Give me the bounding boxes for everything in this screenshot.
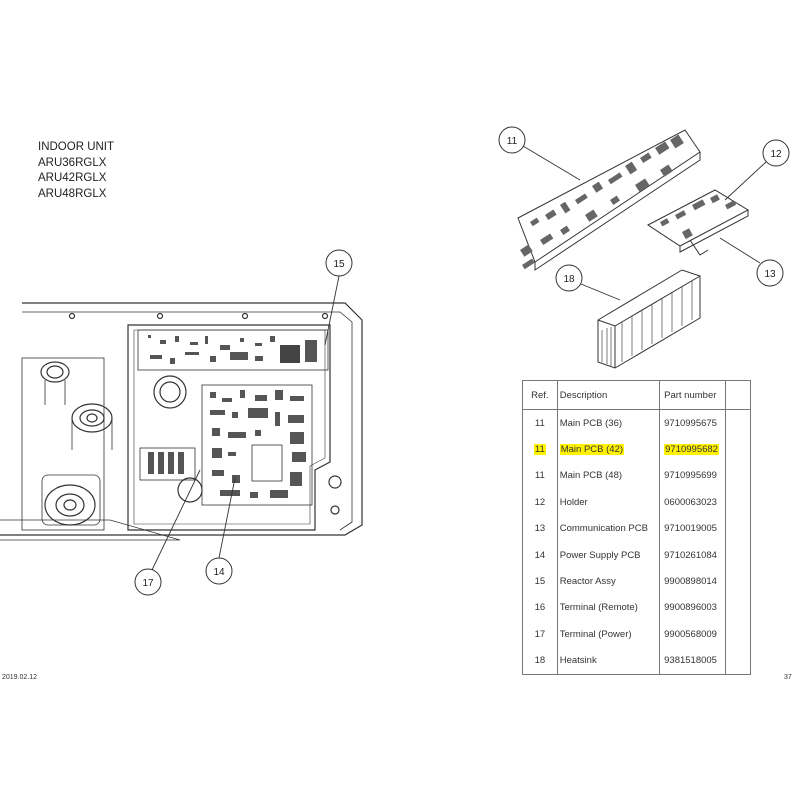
ref-cell-text: 11 <box>534 417 545 429</box>
ref-cell: 11 <box>522 462 558 490</box>
description-cell: Holder <box>556 489 661 516</box>
ref-cell-text: 11 <box>533 444 546 456</box>
ref-cell: 12 <box>522 489 558 516</box>
description-cell: Terminal (Power) <box>556 621 661 648</box>
description-cell: Reactor Assy <box>556 568 661 595</box>
description-cell-text: Heatsink <box>559 655 597 667</box>
part-number-cell: 9710019005 <box>659 515 727 542</box>
ref-cell: 15 <box>522 568 558 595</box>
callout-13-label: 13 <box>764 269 776 280</box>
part-number-cell-text: 9900568009 <box>664 628 717 640</box>
ref-cell-text: 18 <box>534 655 546 667</box>
callout-15-label: 15 <box>333 259 345 270</box>
description-cell-text: Holder <box>559 496 588 508</box>
part-number-cell-text: 9710019005 <box>664 523 717 535</box>
table-row: 16 Terminal (Remote) 9900896003 <box>522 594 751 622</box>
part-number-cell: 0600063023 <box>659 489 727 516</box>
ref-cell: 16 <box>522 594 558 622</box>
description-cell-text: Power Supply PCB <box>559 549 641 561</box>
description-cell: Terminal (Remote) <box>556 594 661 622</box>
unit-title: INDOOR UNIT <box>38 141 115 153</box>
table-row: 11 Main PCB (36) 9710995675 <box>522 409 751 437</box>
ref-cell-text: 12 <box>534 496 546 508</box>
description-cell-text: Terminal (Remote) <box>559 602 638 614</box>
part-number-cell-text: 0600063023 <box>664 496 717 508</box>
description-cell-text: Communication PCB <box>559 523 648 535</box>
ref-cell-text: 16 <box>534 602 546 614</box>
callout-17-circle <box>134 568 162 596</box>
table-row: 14 Power Supply PCB 9710261084 <box>522 541 751 569</box>
part-number-cell: 9900896003 <box>659 594 727 622</box>
table-row: 12 Holder 0600063023 <box>522 489 751 516</box>
part-number-cell-text: 9710995682 <box>664 444 719 456</box>
part-number-cell: 9710995699 <box>659 462 727 490</box>
unit-title-block: INDOOR UNIT ARU36RGLX ARU42RGLX ARU48RGL… <box>38 140 114 202</box>
description-cell: Main PCB (48) <box>556 462 661 490</box>
table-header-row: Ref. Description Part number <box>522 380 751 410</box>
table-row: 18 Heatsink 9381518005 <box>522 647 751 675</box>
table-row: 15 Reactor Assy 9900898014 <box>522 568 751 595</box>
ref-cell-text: 11 <box>534 470 545 482</box>
callout-14-circle <box>205 557 233 585</box>
callout-14-label: 14 <box>213 567 225 578</box>
part-number-cell: 9900898014 <box>659 568 727 595</box>
ref-cell: 17 <box>522 621 558 648</box>
part-number-cell-text: 9710995699 <box>664 470 717 482</box>
callout-17-label: 17 <box>142 578 154 589</box>
ref-cell: 18 <box>522 647 558 675</box>
description-cell-text: Main PCB (42) <box>559 444 625 456</box>
description-cell-text: Reactor Assy <box>559 576 616 588</box>
ref-cell-text: 17 <box>534 628 546 640</box>
ref-cell-text: 14 <box>534 549 546 561</box>
callout-12-circle <box>762 139 790 167</box>
callout-18-label: 18 <box>563 274 575 285</box>
part-number-cell-text: 9381518005 <box>664 655 717 667</box>
description-cell: Communication PCB <box>556 515 661 542</box>
description-cell: Power Supply PCB <box>556 541 661 569</box>
description-cell: Main PCB (42) <box>556 436 661 463</box>
ref-cell-text: 13 <box>534 523 546 535</box>
description-cell-text: Main PCB (48) <box>559 470 623 482</box>
header-ref: Ref. <box>522 380 558 410</box>
model-aru36: ARU36RGLX <box>38 156 107 169</box>
header-part-number: Part number <box>659 380 727 410</box>
callout-11-circle <box>498 126 526 154</box>
ref-cell: 11 <box>522 436 558 463</box>
callout-12-label: 12 <box>770 149 782 160</box>
part-number-cell-text: 9900898014 <box>664 576 717 588</box>
ref-cell: 11 <box>522 409 558 437</box>
callout-18-circle <box>555 264 583 292</box>
part-number-cell: 9710261084 <box>659 541 727 569</box>
callout-11-label: 11 <box>507 136 518 147</box>
table-row: 11 Main PCB (48) 9710995699 <box>522 462 751 490</box>
table-row: 17 Terminal (Power) 9900568009 <box>522 621 751 648</box>
part-number-cell: 9710995682 <box>659 436 727 463</box>
part-number-cell-text: 9900896003 <box>664 602 717 614</box>
table-row: 11 Main PCB (42) 9710995682 <box>522 436 751 463</box>
part-number-cell: 9710995675 <box>659 409 727 437</box>
part-number-cell-text: 9710995675 <box>664 417 717 429</box>
part-number-cell: 9900568009 <box>659 621 727 648</box>
ref-cell-text: 15 <box>534 576 546 588</box>
description-cell-text: Main PCB (36) <box>559 417 623 429</box>
model-aru48: ARU48RGLX <box>38 187 107 200</box>
ref-cell: 13 <box>522 515 558 542</box>
table-row: 13 Communication PCB 9710019005 <box>522 515 751 542</box>
ref-cell: 14 <box>522 541 558 569</box>
model-aru42: ARU42RGLX <box>38 172 107 184</box>
callout-13-circle <box>756 259 784 287</box>
callout-15-circle <box>325 249 353 277</box>
description-cell: Heatsink <box>556 647 661 675</box>
description-cell-text: Terminal (Power) <box>559 628 632 640</box>
description-cell: Main PCB (36) <box>556 409 661 437</box>
footer-page-number: 37 <box>784 674 792 681</box>
header-description: Description <box>556 380 661 410</box>
part-number-cell: 9381518005 <box>659 647 727 675</box>
footer-date: 2019.02.12 <box>2 674 38 681</box>
part-number-cell-text: 9710261084 <box>664 549 717 561</box>
